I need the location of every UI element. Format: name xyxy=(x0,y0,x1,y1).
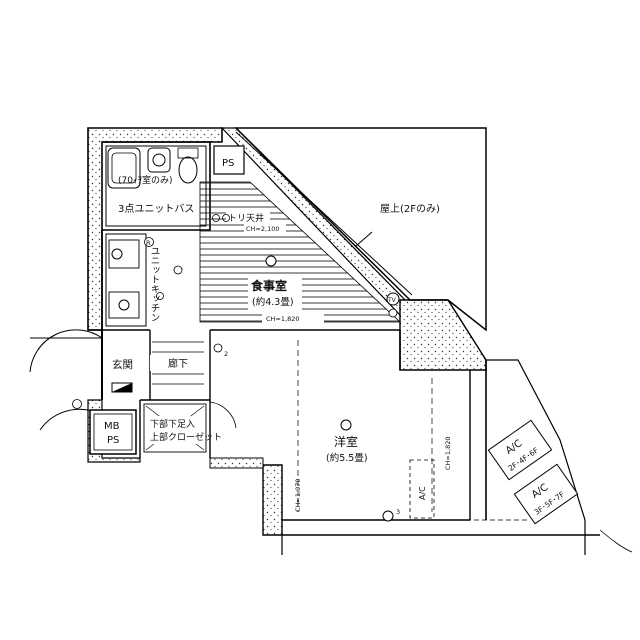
ch-right: CH=1,820 xyxy=(444,437,452,470)
dining-label: 食事室 xyxy=(250,278,287,293)
ac-inner-label: A/C xyxy=(418,486,427,500)
closet: 下部下足入 上部クローゼット xyxy=(143,401,237,453)
unit-bath: (70ｨｦ室のみ) 3点ユニットバス xyxy=(105,145,207,227)
dining-room: 食事室 (約4.3畳) トリ天井 CH=2,100 CH=1,820 xyxy=(156,181,402,323)
bath-label: 3点ユニットバス xyxy=(118,203,194,215)
bath-note: (70ｨｦ室のみ) xyxy=(118,174,172,186)
closet-upper-label: 下部下足入 xyxy=(150,418,195,430)
unit-kitchen: ユニットキッチン R xyxy=(105,233,161,327)
outdoor-ac-1: A/C 2F･4F･6F xyxy=(487,419,553,481)
western-area: (約5.5畳) xyxy=(326,452,368,464)
mbps-top-label: MB xyxy=(104,421,120,432)
dining-area: (約4.3畳) xyxy=(252,296,294,308)
ch-western: CH=1,970 xyxy=(294,479,302,512)
ps-top: PS xyxy=(213,145,245,175)
kitchen-label: ユニットキッチン xyxy=(149,246,161,322)
balcony: A/C 2F･4F･6F A/C 3F･5F･7F xyxy=(469,359,633,553)
western-label: 洋室 xyxy=(334,434,358,449)
entrance-label: 玄関 xyxy=(112,358,133,371)
rooftop-area: 屋上(2Fのみ) xyxy=(234,127,487,332)
closet-lower-label: 上部クローゼット xyxy=(150,431,222,443)
ch-dining: CH=1,820 xyxy=(266,315,299,323)
entrance: 玄関 xyxy=(29,329,133,393)
mb-ps: MB PS xyxy=(39,399,137,455)
western-room: 洋室 (約5.5畳) CH=1,970 CH=1,820 A/C 3 xyxy=(294,340,452,522)
outlet-2: 2 xyxy=(224,350,228,358)
outlet-e3: 3 xyxy=(396,508,400,516)
outlet-r: R xyxy=(146,239,151,247)
mbps-bottom-label: PS xyxy=(107,435,119,446)
tv-outlet: TV xyxy=(386,292,400,318)
ch-loft: CH=2,100 xyxy=(246,225,279,233)
hallway-label: 廊下 xyxy=(168,357,188,370)
outdoor-ac-2: A/C 3F･5F･7F xyxy=(513,463,579,525)
rooftop-label: 屋上(2Fのみ) xyxy=(380,203,440,215)
ps-top-label: PS xyxy=(222,158,234,169)
hallway: 廊下 2 xyxy=(150,341,228,385)
loft-note: トリ天井 xyxy=(228,212,264,224)
outlet-tv-label: TV xyxy=(387,297,397,304)
